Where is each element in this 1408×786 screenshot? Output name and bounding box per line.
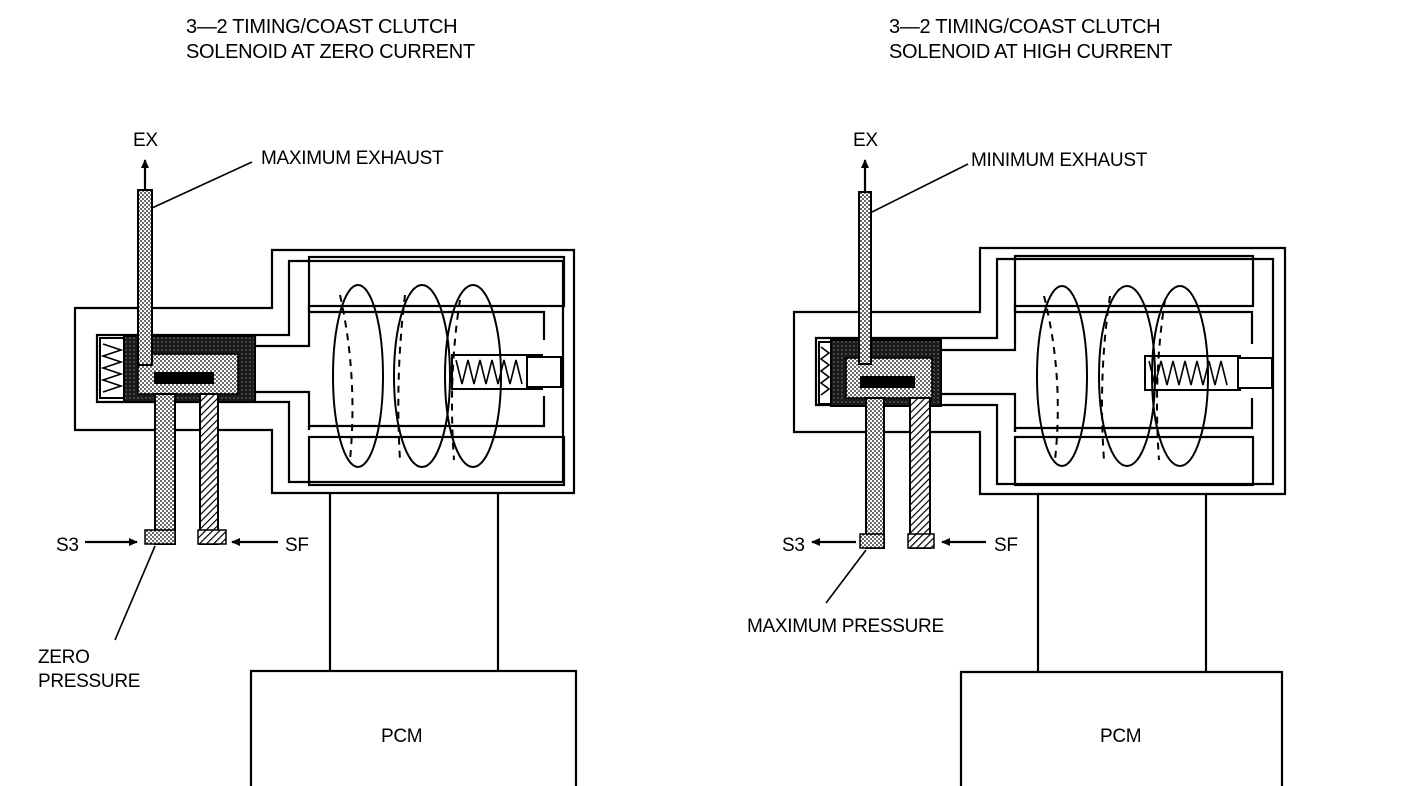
solenoid-body (792, 246, 1287, 496)
plunger (451, 354, 562, 390)
sf-label: SF (994, 535, 1018, 556)
panel-title-line1: 3—2 TIMING/COAST CLUTCH (889, 16, 1160, 38)
exhaust-leader-line (871, 163, 969, 213)
pcm-module: PCM (959, 494, 1284, 786)
pcm-label: PCM (1100, 726, 1141, 747)
panel-title-line2: SOLENOID AT ZERO CURRENT (186, 41, 475, 63)
pressure-label: MAXIMUM PRESSURE (747, 616, 944, 637)
exhaust-label: MAXIMUM EXHAUST (261, 148, 444, 169)
s3-label: S3 (56, 535, 79, 556)
exhaust-leader-line (151, 161, 253, 209)
coil-windings (1036, 285, 1209, 467)
panel-high-current: 3—2 TIMING/COAST CLUTCH SOLENOID AT HIGH… (747, 16, 1287, 786)
valve-spool (818, 339, 942, 407)
exhaust-label: MINIMUM EXHAUST (971, 150, 1148, 171)
panel-title-line1: 3—2 TIMING/COAST CLUTCH (186, 16, 457, 38)
sf-passage (197, 393, 227, 545)
sf-passage (907, 397, 935, 549)
pcm-module: PCM (249, 493, 578, 786)
sf-label: SF (285, 535, 309, 556)
panel-zero-current: 3—2 TIMING/COAST CLUTCH SOLENOID AT ZERO… (38, 16, 578, 786)
panel-title-line2: SOLENOID AT HIGH CURRENT (889, 41, 1172, 63)
coil-windings (332, 284, 502, 468)
pressure-leader-line (114, 545, 156, 641)
pressure-leader-line (825, 549, 867, 604)
s3-passage (859, 397, 885, 549)
valve-spool (99, 335, 256, 403)
plunger (1144, 355, 1273, 391)
pressure-label-line1: ZERO (38, 647, 90, 668)
exhaust-passage (858, 159, 872, 365)
pcm-label: PCM (381, 726, 422, 747)
exhaust-passage (137, 159, 153, 366)
s3-passage (144, 393, 176, 545)
ex-label: EX (133, 130, 158, 151)
s3-label: S3 (782, 535, 805, 556)
pressure-label-line2: PRESSURE (38, 671, 140, 692)
ex-label: EX (853, 130, 878, 151)
